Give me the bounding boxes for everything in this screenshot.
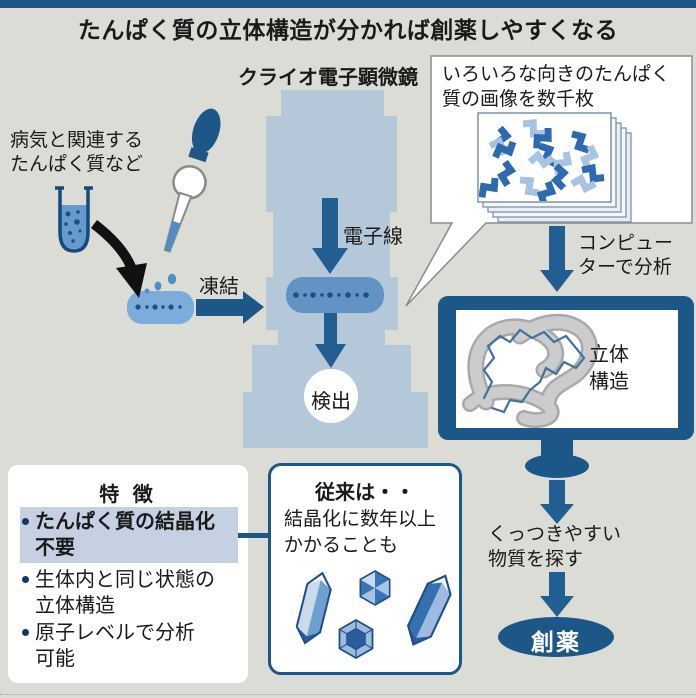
features-box: 特 徴 たんぱく質の結晶化 不要 生体内と同じ状態の 立体構造 原子レベルで分析… xyxy=(8,465,248,683)
sample-label: 病気と関連する たんぱく質など xyxy=(10,130,144,175)
top-accent-bar xyxy=(0,0,696,8)
frozen-sample-blob xyxy=(286,277,384,313)
bullet-icon xyxy=(22,576,29,583)
connector-line xyxy=(238,533,270,538)
conventional-body: 結晶化に数年以上 かかることも xyxy=(284,509,437,556)
page-title: たんぱく質の立体構造が分かれば創薬しやすくなる xyxy=(77,17,619,43)
detect-label: 検出 xyxy=(311,391,351,413)
conventional-box: 従来は・・ 結晶化に数年以上 かかることも xyxy=(268,463,462,675)
freeze-arrow xyxy=(196,291,264,324)
test-tube-icon xyxy=(55,186,93,253)
transfer-arrow xyxy=(90,220,147,298)
electron-beam-arrow xyxy=(312,198,348,274)
drug-discovery-label: 創薬 xyxy=(531,629,581,655)
beam-to-detector-arrow xyxy=(315,313,346,368)
sample-droplet-blob xyxy=(127,291,194,324)
cryo-microscope-icon xyxy=(243,90,428,448)
search-substance-label: くっつきやすい 物質を探す xyxy=(488,524,622,570)
drug-discovery-ellipse xyxy=(498,617,614,657)
search-substance-arrow xyxy=(540,480,574,524)
drug-discovery-arrow xyxy=(540,572,574,617)
images-box-label: いろいろな向きのたんぱく 質の画像を数千枚 xyxy=(442,64,671,110)
protein-ribbon-icon xyxy=(462,313,598,428)
crystals-icon xyxy=(295,570,452,660)
monitor-stand-base xyxy=(525,454,589,478)
bullet-icon xyxy=(22,629,29,636)
liquid-drops xyxy=(144,273,177,294)
feature-item: 生体内と同じ状態の 立体構造 xyxy=(22,567,215,619)
image-stack-icon xyxy=(477,112,632,223)
microscope-label: クライオ電子顕微鏡 xyxy=(238,67,418,89)
structure-label: 立体 構造 xyxy=(589,344,629,393)
monitor-icon xyxy=(438,296,694,478)
feature-item: たんぱく質の結晶化 不要 xyxy=(22,509,215,561)
electron-beam-label: 電子線 xyxy=(343,226,403,248)
bottom-border xyxy=(0,694,696,695)
computer-analysis-arrow xyxy=(540,226,574,292)
dropper-icon xyxy=(163,108,221,253)
computer-analysis-label: コンピュー ターで分析 xyxy=(578,233,674,278)
features-title: 特 徴 xyxy=(99,484,157,506)
bullet-icon xyxy=(22,518,29,525)
detector-circle xyxy=(304,369,358,423)
feature-highlight xyxy=(20,507,238,563)
freeze-label: 凍結 xyxy=(199,276,239,298)
feature-item: 原子レベルで分析 可能 xyxy=(22,620,195,672)
conventional-title: 従来は・・ xyxy=(315,482,415,504)
